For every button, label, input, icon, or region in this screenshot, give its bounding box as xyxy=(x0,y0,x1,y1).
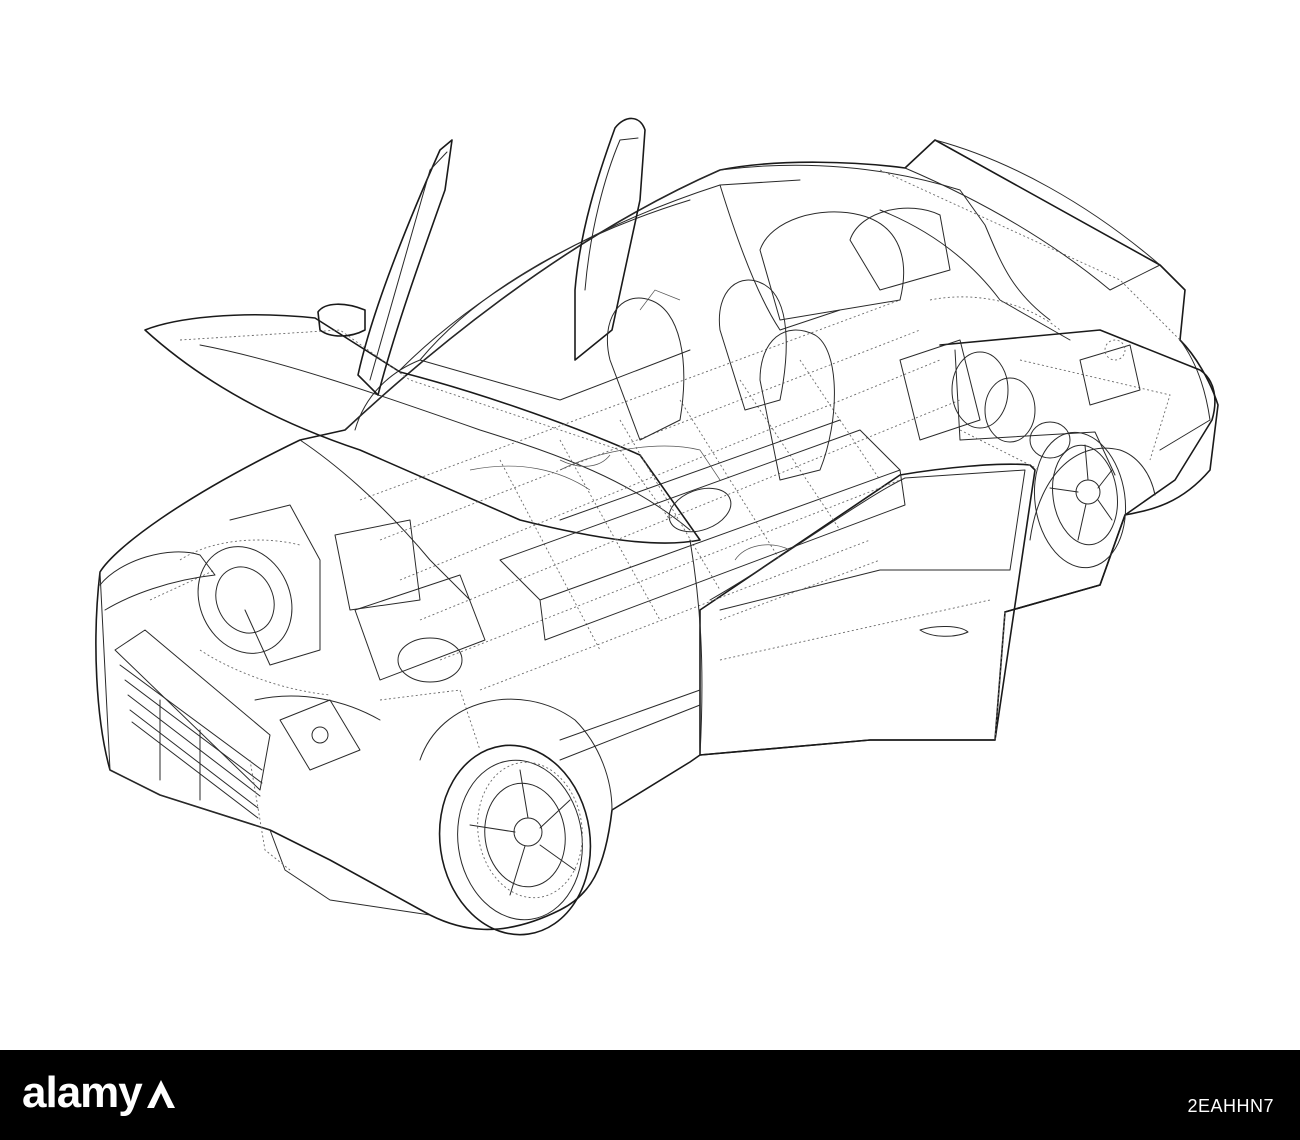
engine-bay-details xyxy=(149,539,481,751)
brand-wordmark: alamy xyxy=(22,1068,143,1117)
hood-inner-frame xyxy=(179,329,671,521)
side-sill xyxy=(559,689,701,761)
rear-wheel xyxy=(1033,431,1127,569)
rear-door-open-right xyxy=(939,329,1216,613)
roof-line xyxy=(344,164,1051,431)
rear-door-trim xyxy=(1019,359,1171,461)
front-drive-unit xyxy=(197,504,486,771)
windshield-lower xyxy=(354,349,691,431)
roof-rail xyxy=(719,184,841,331)
door-shadow-lines xyxy=(719,559,1006,741)
front-wheel-spokes xyxy=(469,769,576,896)
open-hood xyxy=(144,313,701,544)
headlight xyxy=(99,551,216,611)
car-body-outline xyxy=(95,139,1219,931)
side-mirror xyxy=(317,303,366,337)
door-handle xyxy=(919,626,969,637)
brand-a-icon xyxy=(146,1080,175,1108)
windshield-top xyxy=(399,179,801,371)
front-fender xyxy=(299,439,471,601)
trunk-lid xyxy=(904,139,1161,291)
rear-drive-unit xyxy=(899,339,1141,459)
front-door-open-left xyxy=(357,139,453,396)
steering-wheel xyxy=(668,487,732,533)
rear-door-window xyxy=(584,137,639,291)
a-pillar xyxy=(419,199,691,361)
footer-bar: alamy 2EAHHN7 xyxy=(0,1050,1300,1140)
rear-suspension xyxy=(929,296,1126,471)
car-wireframe-illustration xyxy=(95,117,1219,936)
rear-seats xyxy=(759,207,951,321)
front-wheel xyxy=(438,744,592,936)
b-pillar xyxy=(689,539,703,756)
rear-door-open-raised xyxy=(574,117,646,361)
car-wireframe-icon xyxy=(95,117,1219,936)
front-grille xyxy=(114,629,271,819)
brand-logo: alamy xyxy=(22,1068,178,1118)
interior-detail xyxy=(469,289,791,561)
bumper-lower-vent xyxy=(249,759,291,871)
c-pillar xyxy=(879,209,1071,341)
battery-pack xyxy=(499,419,906,641)
front-wheel-arch xyxy=(419,698,613,811)
rear-bumper xyxy=(1159,339,1211,451)
front-bumper xyxy=(99,571,431,916)
rear-door-inner xyxy=(954,349,1116,476)
image-id-label: 2EAHHN7 xyxy=(1187,1096,1274,1116)
rear-window xyxy=(879,169,1181,341)
hood-crease xyxy=(199,344,691,531)
dashboard xyxy=(559,445,721,481)
front-door-frame-left xyxy=(369,151,448,381)
rear-wheel-arch xyxy=(1029,447,1156,541)
front-door-open-right xyxy=(699,463,1036,756)
rear-wheel-spokes xyxy=(1049,444,1113,541)
front-seats xyxy=(606,279,835,481)
front-door-window-frame xyxy=(709,469,1026,611)
